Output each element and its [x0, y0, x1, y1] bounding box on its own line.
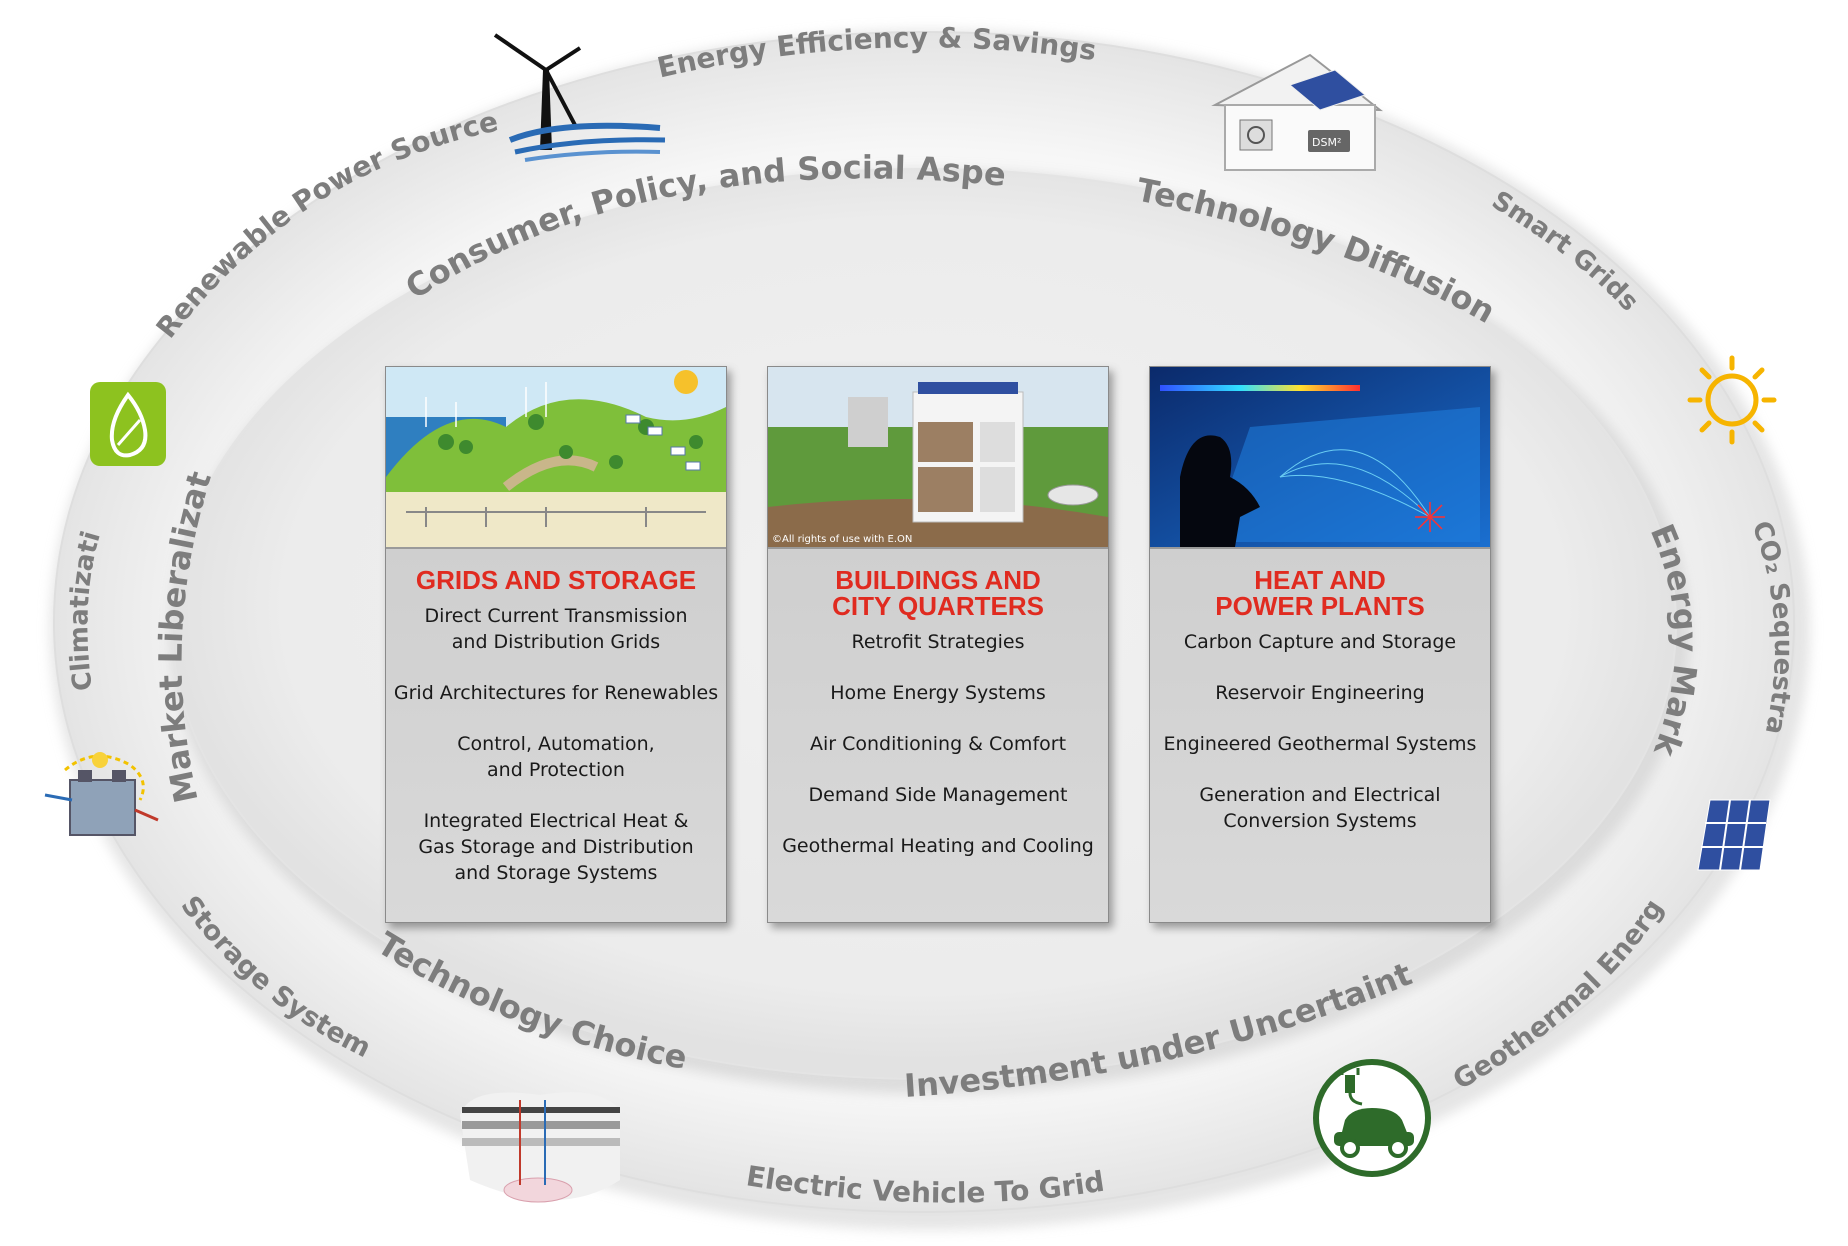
building-cutaway-photo: ©All rights of use with E.ON [768, 367, 1108, 549]
heat-storage-icon [44, 752, 159, 836]
list-item: Integrated Electrical Heat & Gas Storage… [418, 810, 694, 884]
card-title: BUILDINGS AND CITY QUARTERS [832, 565, 1044, 621]
list-item: Demand Side Management [808, 784, 1068, 806]
copyright-notice: ©All rights of use with E.ON [772, 534, 913, 545]
list-item: Control, Automation, and Protection [457, 733, 655, 781]
electric-car-icon [1313, 1059, 1431, 1177]
list-item: Direct Current Transmission and Distribu… [424, 605, 688, 653]
list-item: Retrofit Strategies [851, 631, 1025, 653]
smart-house-icon: DSM² [1211, 53, 1384, 171]
list-item: Geothermal Heating and Cooling [782, 835, 1094, 857]
list-item: Air Conditioning & Comfort [809, 733, 1067, 755]
list-item: Reservoir Engineering [1215, 682, 1425, 704]
wind-turbine-icon [493, 33, 666, 162]
list-item: Grid Architectures for Renewables [393, 682, 719, 704]
sun-icon [1687, 355, 1777, 445]
card-heat-power: HEAT AND POWER PLANTS Carbon Capture and… [1149, 366, 1491, 923]
geothermal-well-icon [460, 1092, 620, 1203]
list-item: Carbon Capture and Storage [1183, 631, 1457, 653]
solar-panel-icon [1697, 799, 1771, 871]
card-title: GRIDS AND STORAGE [415, 565, 697, 595]
leaf-badge-icon [90, 382, 166, 466]
list-item: Engineered Geothermal Systems [1163, 733, 1477, 755]
card-buildings-city: ©All rights of use with E.ON BUILDINGS A… [767, 366, 1109, 923]
reservoir-simulation-photo [1150, 367, 1490, 549]
card-title: HEAT AND POWER PLANTS [1215, 565, 1425, 621]
dsm-label: DSM² [1312, 136, 1341, 149]
card-grids-storage: GRIDS AND STORAGE Direct Current Transmi… [385, 366, 727, 923]
grids-landscape-illustration [386, 367, 726, 549]
list-item: Generation and Electrical Conversion Sys… [1199, 784, 1441, 832]
list-item: Home Energy Systems [830, 682, 1046, 704]
